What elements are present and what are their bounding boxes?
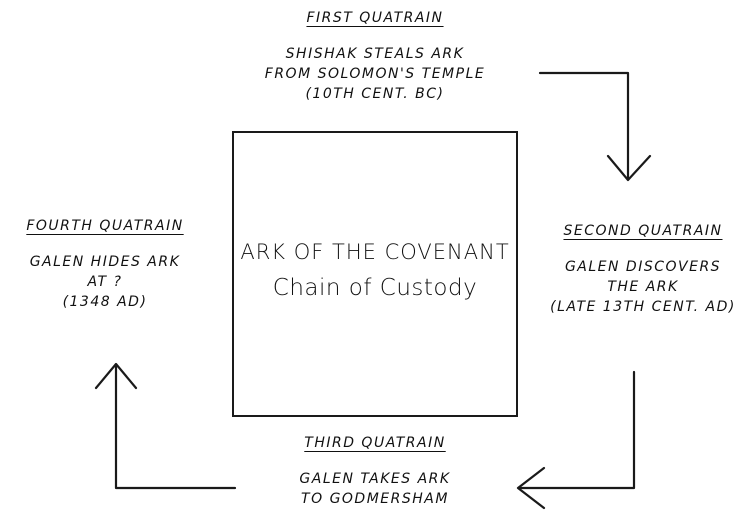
fourth-quatrain-line-2: AT ? — [87, 274, 123, 290]
center-box: ARK OF THE COVENANT Chain of Custody — [232, 131, 518, 417]
third-quatrain-heading: THIRD QUATRAIN — [304, 435, 446, 451]
arrow-third-to-fourth — [114, 365, 237, 490]
second-quatrain-line-2: THE ARK — [607, 279, 679, 295]
first-quatrain-line-1: SHISHAK STEALS ARK — [285, 46, 465, 62]
arrow-second-to-third — [518, 370, 636, 490]
arrowhead-first-to-second — [606, 154, 652, 182]
first-quatrain-line-2: FROM SOLOMON'S TEMPLE — [264, 66, 486, 82]
first-quatrain-line-3: (10TH CENT. BC) — [305, 86, 445, 102]
first-quatrain-heading: FIRST QUATRAIN — [306, 10, 444, 26]
fourth-quatrain: FOURTH QUATRAIN GALEN HIDES ARK AT ? (13… — [2, 216, 208, 312]
arrowhead-third-to-fourth — [94, 362, 138, 390]
second-quatrain-line-1: GALEN DISCOVERS — [564, 259, 722, 275]
center-subtitle: Chain of Custody — [272, 275, 478, 301]
third-quatrain-line-1: GALEN TAKES ARK — [299, 471, 451, 487]
third-quatrain: THIRD QUATRAIN GALEN TAKES ARK TO GODMER… — [250, 433, 500, 509]
arrowhead-second-to-third — [516, 466, 546, 510]
second-quatrain-line-3: (LATE 13TH CENT. AD) — [550, 299, 736, 315]
fourth-quatrain-line-3: (1348 AD) — [62, 294, 148, 310]
fourth-quatrain-line-1: GALEN HIDES ARK — [29, 254, 181, 270]
fourth-quatrain-heading: FOURTH QUATRAIN — [26, 218, 184, 234]
third-quatrain-line-2: TO GODMERSHAM — [301, 491, 449, 507]
center-title: ARK OF THE COVENANT — [240, 240, 510, 264]
first-quatrain: FIRST QUATRAIN SHISHAK STEALS ARK FROM S… — [240, 8, 510, 104]
arrow-first-to-second — [538, 71, 630, 180]
second-quatrain-heading: SECOND QUATRAIN — [563, 223, 723, 239]
second-quatrain: SECOND QUATRAIN GALEN DISCOVERS THE ARK … — [538, 221, 748, 317]
